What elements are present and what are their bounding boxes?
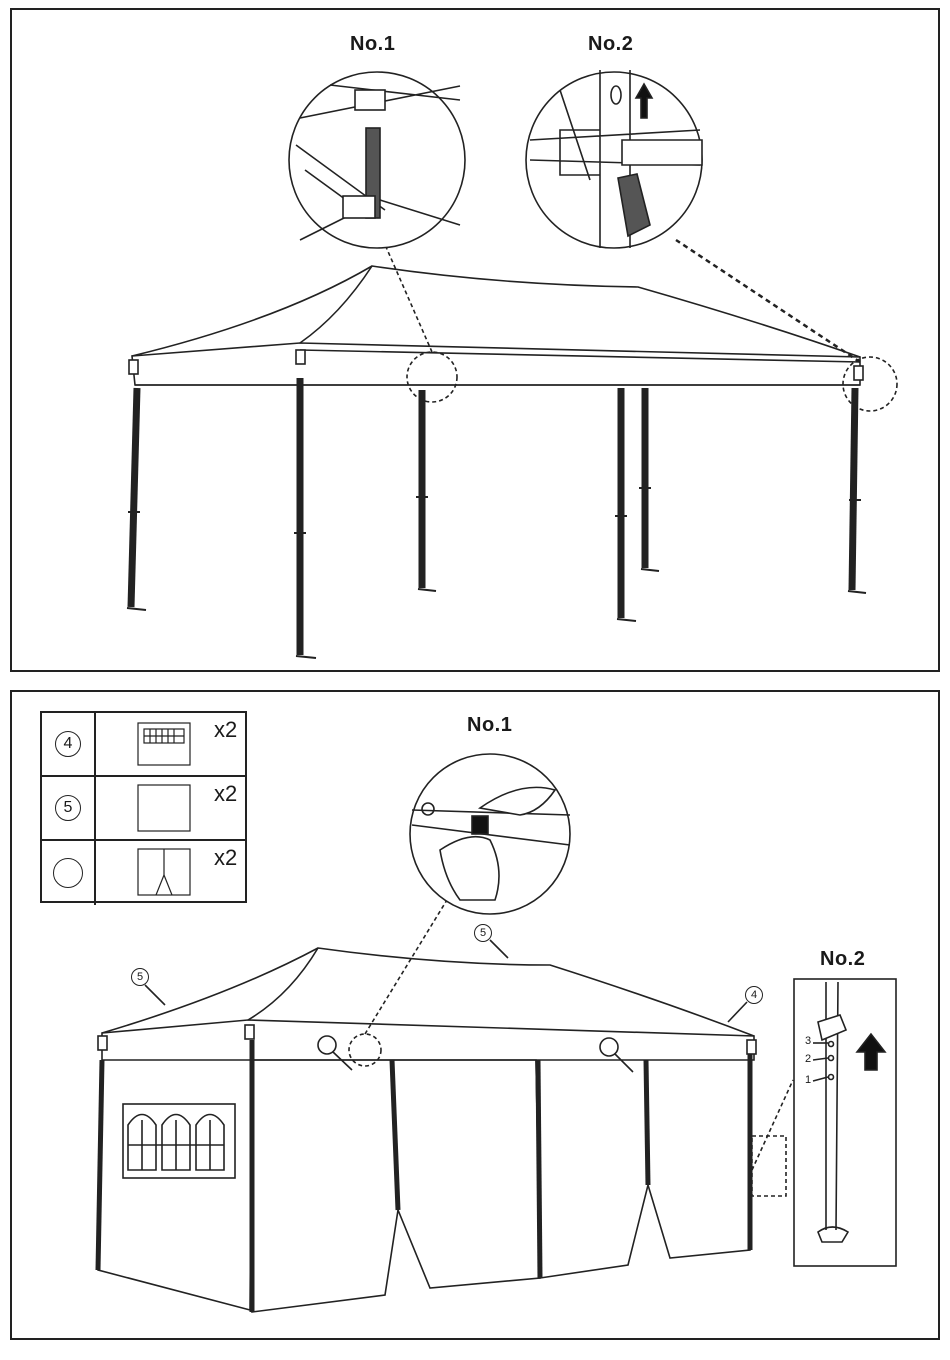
height-position-2: 2 (805, 1053, 811, 1065)
height-position-3: 3 (805, 1035, 811, 1047)
callout-sidewall-4-right: 4 (745, 986, 763, 1004)
height-position-1: 1 (805, 1074, 811, 1086)
callout-sidewall-5-center: 5 (474, 924, 492, 942)
callout-sidewall-5-left: 5 (131, 968, 149, 986)
